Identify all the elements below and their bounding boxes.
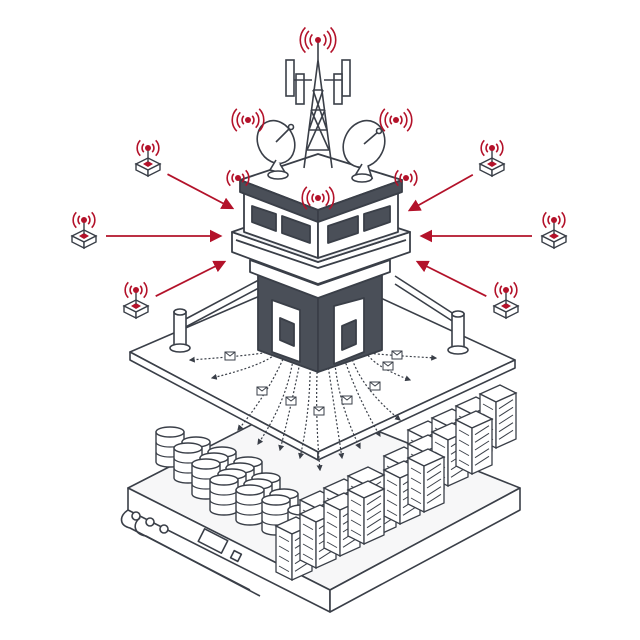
sensor-signal-icon <box>480 139 504 157</box>
sensor-signal-icon <box>72 211 96 229</box>
railing-posts <box>169 308 469 355</box>
data-packet-icon <box>285 396 297 406</box>
data-packet-icon <box>369 381 381 391</box>
roof-right-signal-icon <box>394 169 418 187</box>
iot-sensors <box>70 139 568 320</box>
server-rack-icon <box>406 448 446 514</box>
dish-right-signal-icon <box>379 108 413 132</box>
sensor-signal-icon <box>494 281 518 299</box>
uplink-arrow <box>407 173 474 212</box>
server-cluster <box>274 384 518 582</box>
server-rack-icon <box>454 410 494 476</box>
sensor-signal-icon <box>136 139 160 157</box>
sensor-left-top <box>134 139 235 210</box>
roof-left-signal-icon <box>226 169 250 187</box>
data-packet-icon <box>256 386 268 396</box>
dish-left-signal-icon <box>231 108 265 132</box>
sensor-left-middle <box>70 211 223 250</box>
uplink-arrow <box>167 173 235 210</box>
data-packet-icon <box>391 350 403 360</box>
downlink-arrow <box>325 351 345 460</box>
server-rack-icon <box>346 480 386 546</box>
data-packet-icon <box>382 361 394 371</box>
data-flow-arrows <box>188 350 438 472</box>
antenna-top-signal-icon <box>299 26 337 54</box>
sensor-signal-icon <box>124 281 148 299</box>
downlink-arrow <box>365 351 412 382</box>
data-packet-icon <box>224 351 236 361</box>
sensor-right-top <box>407 139 506 212</box>
uplink-arrow <box>155 260 227 297</box>
database-cylinder-icon <box>209 474 239 516</box>
sensor-right-middle <box>419 211 568 250</box>
satellite-dish-left <box>256 119 296 180</box>
downlink-arrow <box>210 351 279 380</box>
downlink-arrow <box>298 351 311 460</box>
sensor-left-bottom <box>122 260 227 320</box>
satellite-dish-right <box>342 119 386 183</box>
roof-center-signal-icon <box>301 186 335 210</box>
post-right <box>447 310 469 355</box>
tower-signal-waves <box>226 26 418 210</box>
data-packet-icon <box>341 395 353 405</box>
post-left <box>169 308 191 353</box>
sensor-signal-icon <box>542 211 566 229</box>
sensor-right-bottom <box>415 260 520 320</box>
uplink-arrow <box>415 260 487 297</box>
database-cylinder-icon <box>235 484 265 526</box>
downlink-arrow <box>278 351 303 452</box>
data-packet-icon <box>313 406 325 416</box>
cell-antenna-icon <box>285 40 351 169</box>
